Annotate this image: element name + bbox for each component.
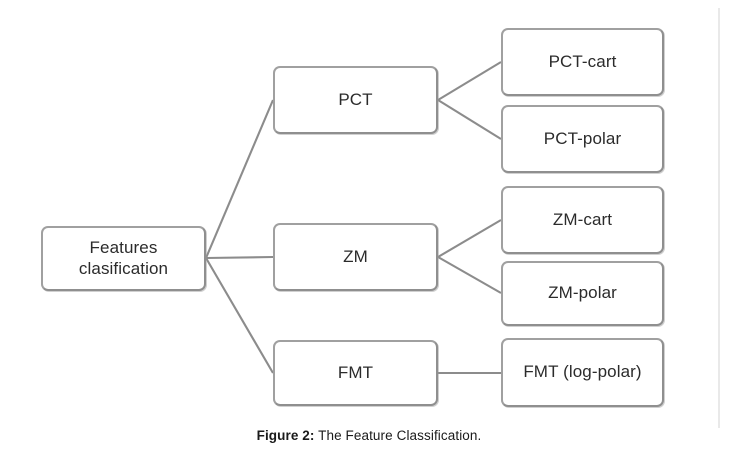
node-features-classification[interactable]: Features clasification xyxy=(41,226,206,291)
node-label: FMT xyxy=(337,362,374,382)
node-fmt-log-polar[interactable]: FMT (log-polar) xyxy=(501,338,664,407)
node-pct[interactable]: PCT xyxy=(273,66,438,134)
node-label: ZM-cart xyxy=(552,209,613,229)
node-pct-cart[interactable]: PCT-cart xyxy=(501,28,664,96)
node-label: FMT (log-polar) xyxy=(523,362,642,382)
figure-caption-text: The Feature Classification. xyxy=(315,428,482,443)
edge-zm-to-zm-polar xyxy=(437,256,502,294)
node-zm-cart[interactable]: ZM-cart xyxy=(501,186,664,254)
node-label: ZM-polar xyxy=(548,283,617,303)
node-pct-polar[interactable]: PCT-polar xyxy=(501,105,664,173)
node-label: Features clasification xyxy=(78,237,169,278)
edge-root-to-pct xyxy=(205,99,274,259)
node-zm[interactable]: ZM xyxy=(273,223,438,291)
node-label: PCT xyxy=(338,89,373,109)
edge-zm-to-zm-cart xyxy=(437,219,502,258)
node-zm-polar[interactable]: ZM-polar xyxy=(501,261,664,326)
edge-root-to-zm xyxy=(205,255,274,260)
edge-pct-to-pct-cart xyxy=(437,61,502,101)
edge-root-to-fmt xyxy=(205,257,274,374)
figure-caption-prefix: Figure 2: xyxy=(256,428,315,443)
page-margin-rule xyxy=(718,8,720,428)
edge-pct-to-pct-polar xyxy=(437,99,502,140)
figure-caption-body: The Feature Classification. xyxy=(318,428,482,443)
node-label: PCT-polar xyxy=(543,128,622,148)
node-fmt[interactable]: FMT xyxy=(273,340,438,406)
node-label: PCT-cart xyxy=(548,51,617,71)
figure-caption: Figure 2: The Feature Classification. xyxy=(0,428,738,443)
node-label: ZM xyxy=(343,246,368,266)
